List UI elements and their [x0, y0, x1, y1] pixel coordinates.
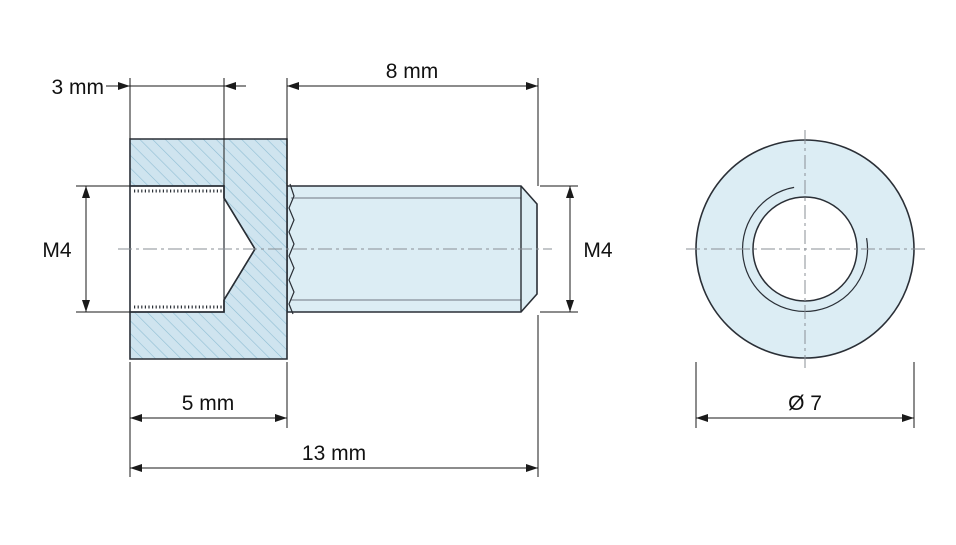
- socket-thread-arc: [741, 186, 869, 312]
- end-view: [686, 130, 926, 428]
- thread-length-label: 8 mm: [386, 60, 439, 83]
- socket-thread-label: M4: [42, 239, 71, 262]
- shaft-thread-label: M4: [583, 239, 612, 262]
- dimension-lines: [76, 78, 578, 477]
- side-view: [118, 138, 552, 360]
- socket-depth-label: 3 mm: [52, 76, 105, 99]
- dimension-labels: 3 mm 8 mm 5 mm 13 mm M4 M4 Ø 7: [42, 60, 822, 465]
- head-length-label: 5 mm: [182, 392, 235, 415]
- shaft-break-line: [288, 183, 295, 315]
- head-diameter-label: Ø 7: [788, 392, 822, 415]
- total-length-label: 13 mm: [302, 442, 366, 465]
